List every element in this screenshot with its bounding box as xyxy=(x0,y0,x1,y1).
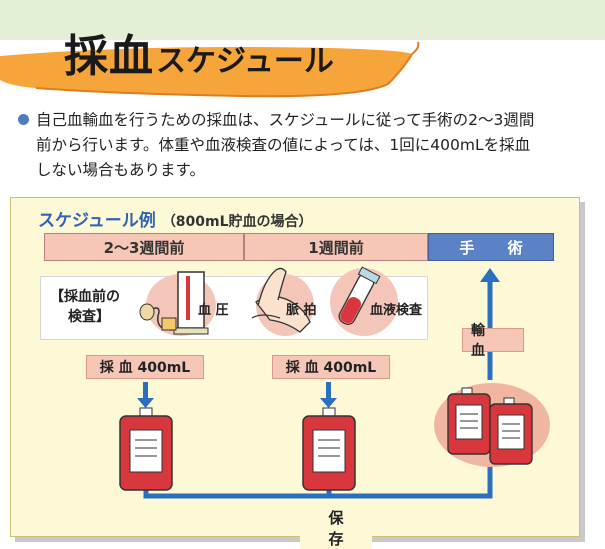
intro-line: 前から行います。体重や血液検査の値によっては、1回に400mLを採血 xyxy=(36,136,531,154)
check-pulse: 脈 拍 xyxy=(286,303,317,318)
blood-draw-label-2: 採 血 400mL xyxy=(272,355,390,379)
intro-line: 自己血輸血を行うための採血は、スケジュールに従って手術の2～3週間 xyxy=(36,111,535,129)
check-blood-test: 血液検査 xyxy=(370,303,423,318)
storage-label: 保 存 xyxy=(300,507,372,549)
blood-draw-label-1: 採 血 400mL xyxy=(86,355,204,379)
blood-bag-icon xyxy=(302,407,356,491)
header-band xyxy=(0,0,605,40)
intro-line: しない場合もあります。 xyxy=(36,161,205,179)
page-title: 採血 スケジュール xyxy=(64,31,334,82)
bullet-icon xyxy=(18,114,29,125)
blood-bag-icon xyxy=(447,387,491,455)
precheck-label: 【採血前の 検査】 xyxy=(50,289,120,325)
title-banner xyxy=(0,41,420,98)
blood-pressure-monitor-icon xyxy=(139,271,209,335)
phase-1-week-before: 1週間前 xyxy=(244,233,428,261)
phase-surgery: 手 術 xyxy=(428,233,554,261)
phase-2-3-weeks-before: 2～3週間前 xyxy=(44,233,244,261)
blood-test-tube-icon xyxy=(338,266,381,325)
pulse-wrist-icon xyxy=(251,267,311,333)
schedule-heading: スケジュール例（800mL貯血の場合） xyxy=(38,211,313,231)
blood-bag-icon xyxy=(119,407,173,491)
intro-paragraph: 自己血輸血を行うための採血は、スケジュールに従って手術の2～3週間 前から行いま… xyxy=(18,108,598,183)
up-arrow-to-surgery xyxy=(480,268,500,282)
down-arrow-2 xyxy=(320,382,337,408)
check-blood-pressure: 血 圧 xyxy=(198,303,229,318)
down-arrow-1 xyxy=(137,382,154,408)
blood-bag-icon xyxy=(489,397,533,465)
transfusion-label: 輸 血 xyxy=(462,323,524,359)
